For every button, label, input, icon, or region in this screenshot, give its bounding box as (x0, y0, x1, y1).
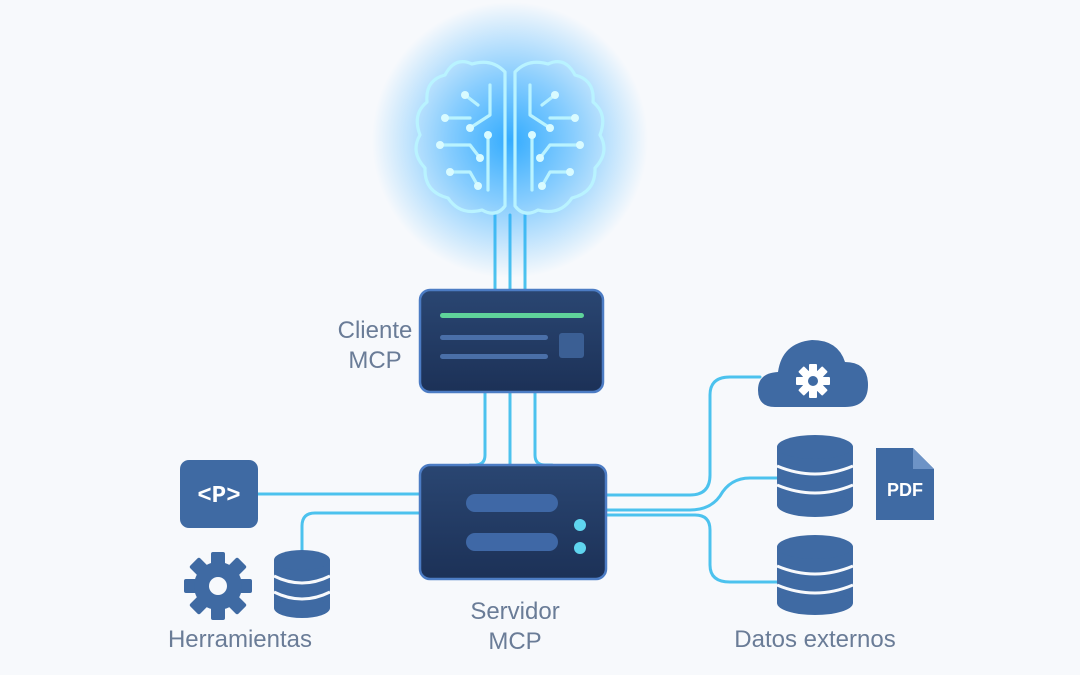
brain-nodes (436, 91, 584, 190)
client-square (559, 333, 584, 358)
external-database-icon (776, 435, 854, 517)
pdf-document-icon: PDF (876, 448, 934, 520)
external-database-icon (776, 535, 854, 615)
database-icon (273, 550, 331, 618)
server-tools-connector (300, 511, 422, 552)
server-led-1 (574, 519, 586, 531)
external-data-label: Datos externos (734, 626, 896, 653)
client-label-line-2: MCP (348, 347, 402, 374)
brain-glow (372, 2, 648, 278)
gear-icon (184, 552, 252, 620)
server-label-line-2: MCP (488, 628, 542, 655)
server-external-connector (604, 375, 780, 584)
server-led-2 (574, 542, 586, 554)
client-label-line-1: Cliente (337, 317, 413, 344)
server-slot-1 (466, 494, 558, 512)
server-label: Servidor MCP (430, 597, 600, 657)
client-server-connector (468, 390, 554, 468)
client-line-1 (440, 335, 548, 340)
server-label-line-1: Servidor (470, 598, 560, 625)
prompt-code-icon: <P> (180, 460, 258, 528)
server-slot-2 (466, 533, 558, 551)
prompt-glyph: <P> (197, 483, 240, 510)
tools-label: Herramientas (167, 626, 313, 653)
brain-icon (414, 60, 606, 215)
pdf-label: PDF (887, 480, 923, 500)
mcp-server-node (418, 463, 608, 581)
cloud-gear-icon (758, 340, 868, 407)
client-label: Cliente MCP (318, 316, 432, 376)
connector-lines (256, 213, 780, 584)
client-line-2 (440, 354, 548, 359)
mcp-client-node (418, 288, 605, 394)
client-status-bar (440, 313, 584, 318)
